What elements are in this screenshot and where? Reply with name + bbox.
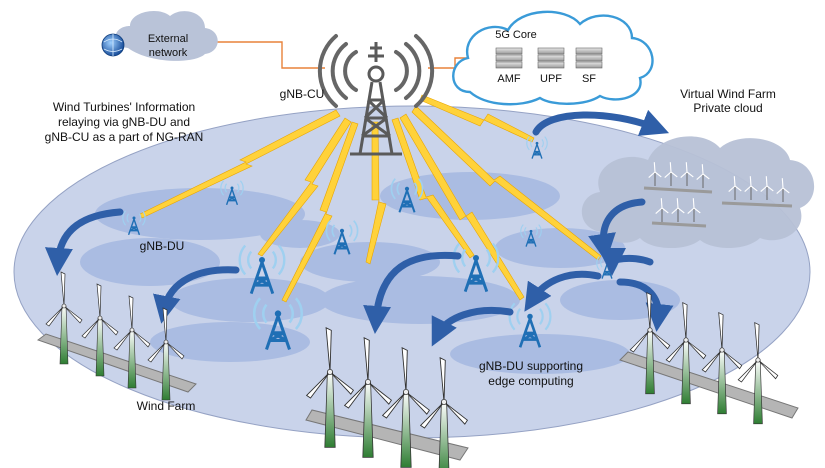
curved-arrow-icon bbox=[598, 247, 654, 276]
flow-arrows bbox=[44, 109, 674, 347]
curved-arrow-icon bbox=[588, 198, 646, 262]
server-icon bbox=[575, 47, 603, 69]
link-external bbox=[210, 41, 325, 69]
server-icon bbox=[537, 47, 565, 69]
wireless-links bbox=[139, 94, 602, 303]
external-network: External network bbox=[101, 11, 218, 61]
curved-arrow-icon bbox=[363, 251, 462, 334]
core-function-sf: SF bbox=[582, 73, 596, 85]
curved-arrow-icon bbox=[616, 278, 674, 332]
relay-note-line2: relaying via gNB-DU and bbox=[58, 115, 190, 129]
private-cloud bbox=[581, 136, 815, 249]
curved-arrow-icon bbox=[532, 109, 670, 136]
relay-note-line3: gNB-CU as a part of NG-RAN bbox=[45, 130, 204, 144]
core-function-amf: AMF bbox=[497, 73, 521, 85]
gnb-cu-label: gNB-CU bbox=[280, 87, 325, 101]
wind-farm-label: Wind Farm bbox=[137, 399, 196, 413]
core-function-upf: UPF bbox=[540, 73, 562, 85]
cell-tower-icon bbox=[317, 34, 435, 156]
gnb-du-edge-line2: edge computing bbox=[488, 374, 573, 388]
curved-arrow-icon bbox=[153, 266, 240, 324]
platforms bbox=[36, 333, 799, 461]
curved-arrow-icon bbox=[524, 270, 602, 312]
5g-core: 5G Core AMF UPF SF bbox=[452, 10, 654, 106]
virtual-farm-line2: Private cloud bbox=[693, 101, 762, 115]
curved-arrow-icon bbox=[431, 306, 514, 347]
link-core bbox=[428, 57, 470, 69]
relay-note: Wind Turbines' Information relaying via … bbox=[45, 100, 204, 144]
gnb-du-label: gNB-DU bbox=[140, 239, 185, 253]
cloud-icon bbox=[115, 11, 218, 61]
curved-arrow-icon bbox=[44, 208, 124, 276]
virtual-farm-line1: Virtual Wind Farm bbox=[680, 87, 776, 101]
server-icon bbox=[495, 47, 523, 69]
relay-note-line1: Wind Turbines' Information bbox=[53, 100, 195, 114]
core-title: 5G Core bbox=[495, 29, 537, 41]
external-network-line1: External bbox=[148, 33, 188, 45]
gnb-du-edge-line1: gNB-DU supporting bbox=[479, 359, 583, 373]
external-network-line2: network bbox=[149, 47, 188, 59]
virtual-turbines bbox=[643, 161, 793, 228]
